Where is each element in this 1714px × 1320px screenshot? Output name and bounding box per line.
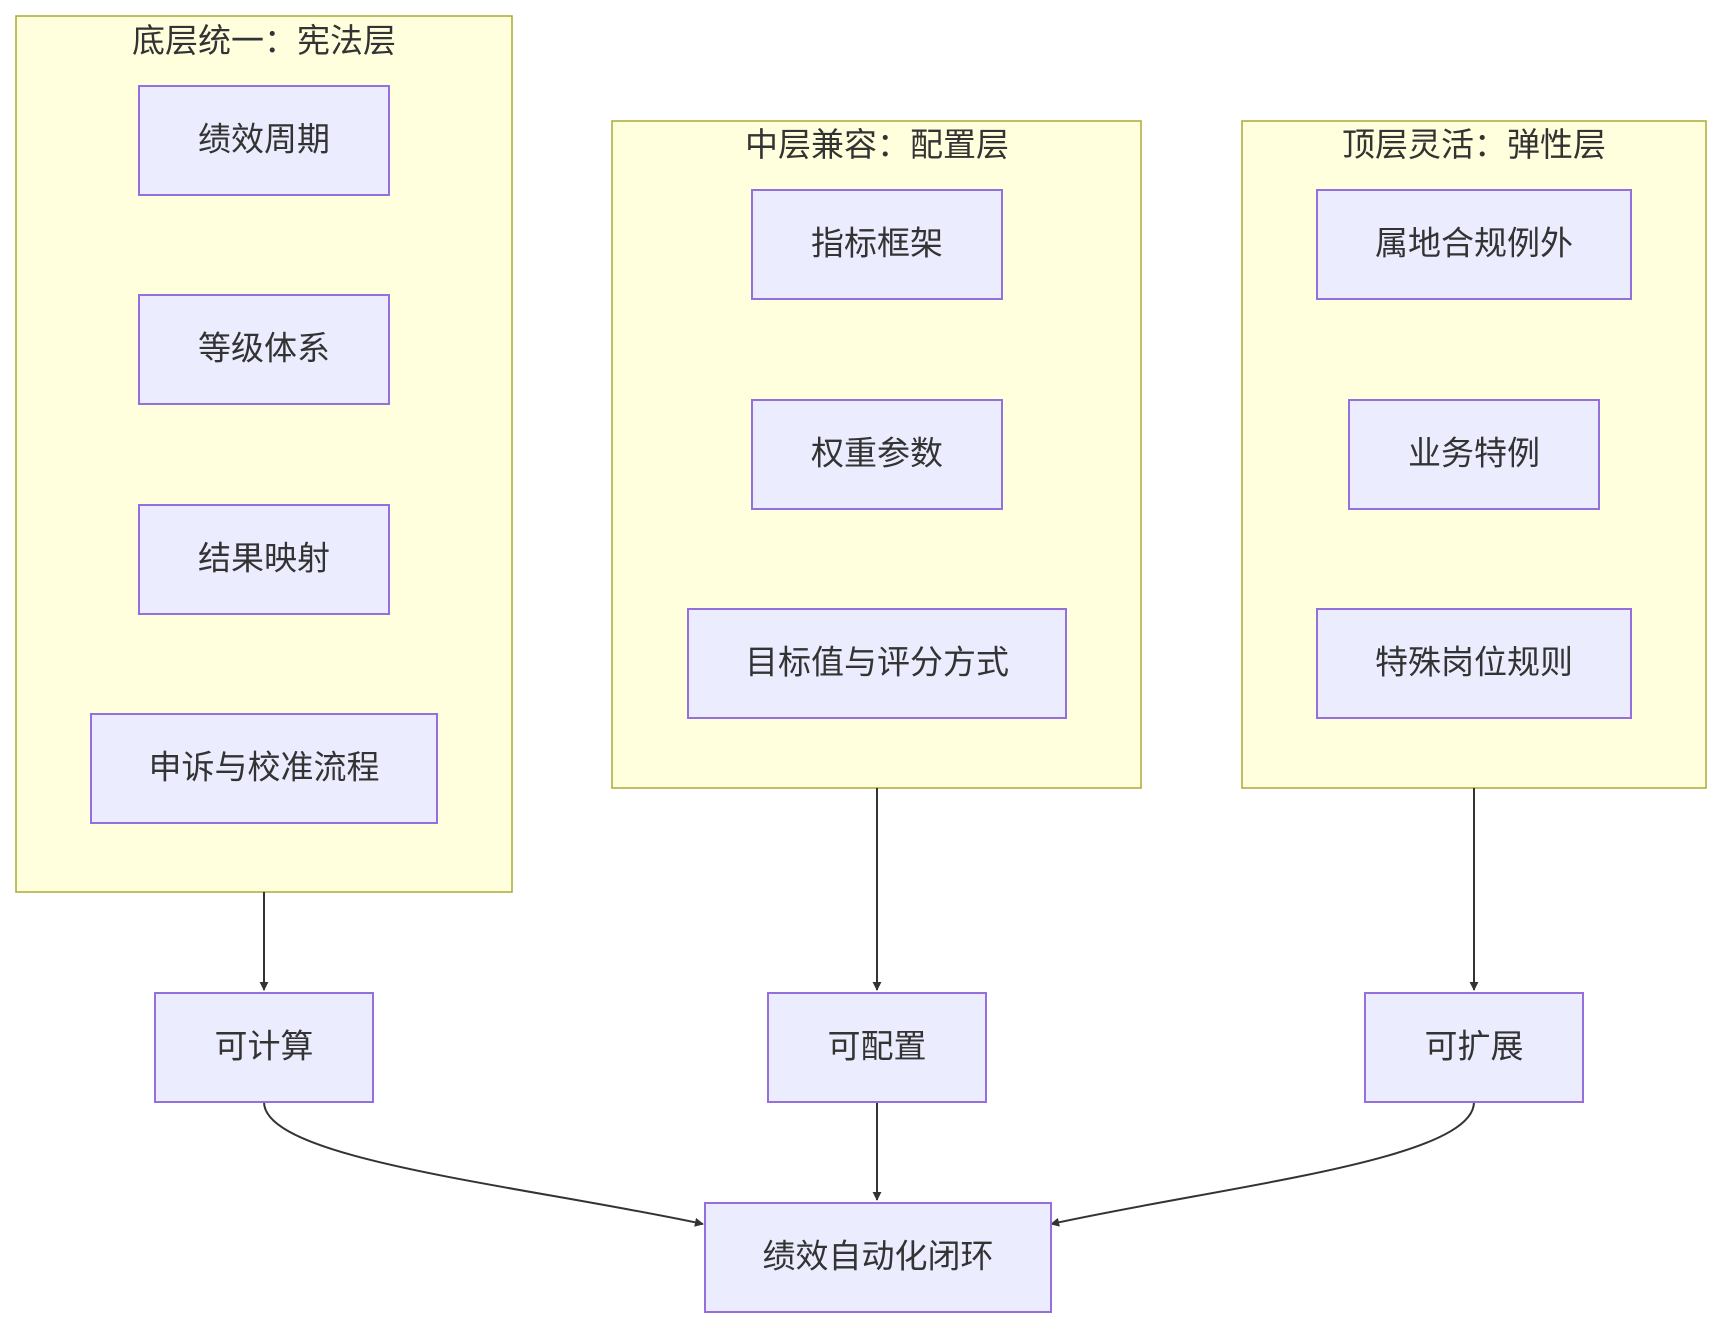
node-extensible[interactable]: 可扩展 xyxy=(1364,992,1584,1103)
node-result-mapping-label: 结果映射 xyxy=(198,539,330,578)
node-appeal-calibration-label: 申诉与校准流程 xyxy=(149,748,380,787)
node-performance-cycle[interactable]: 绩效周期 xyxy=(138,85,390,196)
node-computable[interactable]: 可计算 xyxy=(154,992,374,1103)
node-local-compliance-label: 属地合规例外 xyxy=(1375,224,1573,263)
node-target-scoring[interactable]: 目标值与评分方式 xyxy=(687,608,1067,719)
node-result-mapping[interactable]: 结果映射 xyxy=(138,504,390,615)
node-special-role-rules[interactable]: 特殊岗位规则 xyxy=(1316,608,1632,719)
edge-extensible-to-final xyxy=(1050,1101,1475,1227)
node-weight-params[interactable]: 权重参数 xyxy=(751,399,1003,510)
node-configurable-label: 可配置 xyxy=(828,1027,927,1066)
node-configurable[interactable]: 可配置 xyxy=(767,992,987,1103)
node-grade-system-label: 等级体系 xyxy=(198,329,330,368)
node-business-exception-label: 业务特例 xyxy=(1408,434,1540,473)
node-metric-framework[interactable]: 指标框架 xyxy=(751,189,1003,300)
node-performance-automation-loop[interactable]: 绩效自动化闭环 xyxy=(704,1202,1052,1313)
node-business-exception[interactable]: 业务特例 xyxy=(1348,399,1600,510)
node-grade-system[interactable]: 等级体系 xyxy=(138,294,390,405)
node-extensible-label: 可扩展 xyxy=(1425,1027,1524,1066)
node-special-role-rules-label: 特殊岗位规则 xyxy=(1375,643,1573,682)
node-computable-label: 可计算 xyxy=(215,1027,314,1066)
edge-computable-to-final xyxy=(263,1101,704,1227)
cluster-elastic-layer-title: 顶层灵活：弹性层 xyxy=(1342,125,1606,164)
node-target-scoring-label: 目标值与评分方式 xyxy=(745,643,1009,682)
node-performance-cycle-label: 绩效周期 xyxy=(198,120,330,159)
node-appeal-calibration[interactable]: 申诉与校准流程 xyxy=(90,713,438,824)
cluster-constitution-layer-title: 底层统一：宪法层 xyxy=(132,21,396,60)
node-weight-params-label: 权重参数 xyxy=(811,434,943,473)
node-performance-automation-loop-label: 绩效自动化闭环 xyxy=(763,1237,994,1276)
node-metric-framework-label: 指标框架 xyxy=(811,224,943,263)
node-local-compliance[interactable]: 属地合规例外 xyxy=(1316,189,1632,300)
cluster-config-layer-title: 中层兼容：配置层 xyxy=(745,125,1009,164)
